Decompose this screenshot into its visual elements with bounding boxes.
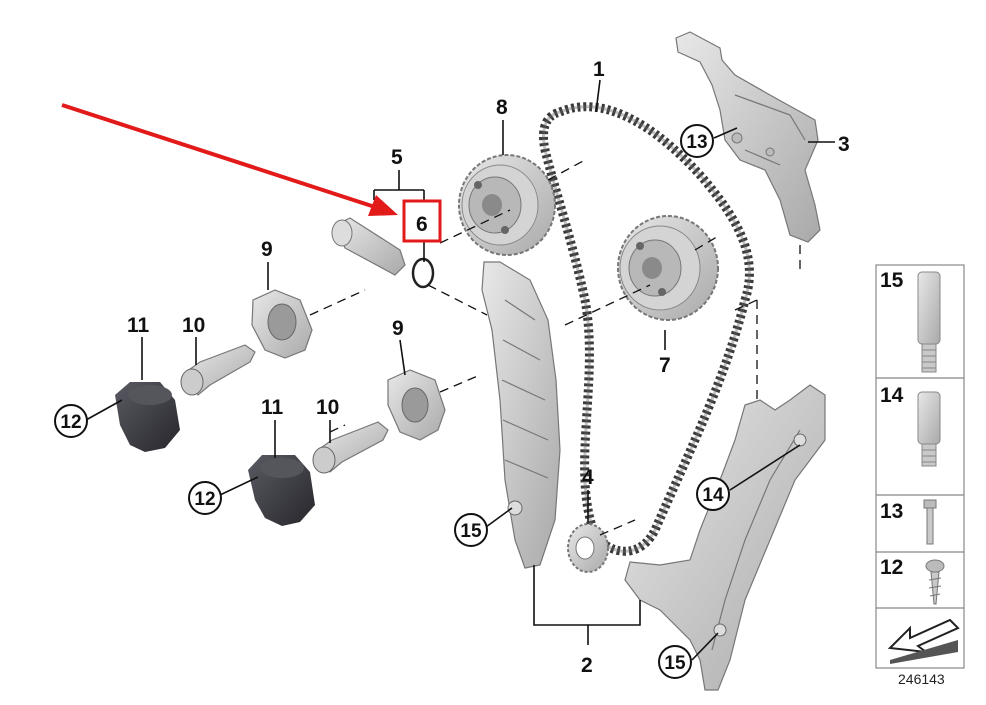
- guide-rail: [675, 31, 821, 243]
- legend-label-15: 15: [880, 269, 904, 292]
- label-part-9-upper: 9: [261, 238, 273, 261]
- label-part-5: 5: [391, 146, 403, 169]
- legend-panel: 15 14 13 12: [875, 264, 965, 669]
- label-part-11-lower: 11: [261, 396, 284, 419]
- screw-12-icon: [925, 559, 945, 605]
- leader-lines: [85, 79, 835, 661]
- label-part-10-upper: 10: [182, 314, 205, 337]
- label-part-2: 2: [581, 654, 593, 677]
- crankshaft-sprocket: [567, 523, 609, 573]
- sensor-upper: [115, 382, 180, 452]
- label-part-6: 6: [416, 213, 428, 236]
- washer-lower: [387, 369, 446, 441]
- o-ring: [411, 257, 435, 289]
- circled-label-12-lower: 12: [188, 481, 222, 515]
- circled-label-15-upper: 15: [454, 513, 488, 547]
- tensioning-rail: [481, 261, 561, 569]
- washer-upper: [251, 289, 313, 359]
- solenoid-valve-lower: [312, 421, 389, 474]
- label-part-8: 8: [496, 96, 508, 119]
- svg-text:12: 12: [60, 412, 81, 433]
- label-part-9-lower: 9: [392, 317, 404, 340]
- legend-label-12: 12: [880, 556, 903, 579]
- label-part-4: 4: [582, 466, 594, 489]
- svg-text:13: 13: [686, 132, 707, 153]
- circled-label-12-upper: 12: [54, 404, 88, 438]
- legend-label-14: 14: [880, 384, 904, 407]
- pin-14-icon: [917, 391, 941, 467]
- reference-number: 246143: [898, 671, 945, 687]
- legend-label-13: 13: [880, 500, 903, 523]
- sensor-lower: [248, 455, 315, 526]
- circled-label-15-lower: 15: [658, 645, 692, 679]
- central-bolt: [331, 217, 406, 276]
- pin-15-icon: [917, 271, 941, 373]
- label-part-11-upper: 11: [127, 314, 150, 337]
- label-part-10-lower: 10: [316, 396, 339, 419]
- circled-label-14: 14: [696, 477, 730, 511]
- camshaft-adjuster-upper: [458, 154, 556, 256]
- label-part-3: 3: [838, 133, 850, 156]
- svg-text:12: 12: [194, 489, 215, 510]
- svg-text:15: 15: [664, 653, 686, 674]
- label-part-1: 1: [593, 58, 605, 81]
- label-part-7: 7: [659, 354, 671, 377]
- solenoid-valve-upper: [180, 344, 256, 396]
- highlight-box: [402, 199, 442, 243]
- circled-label-13: 13: [680, 124, 714, 158]
- camshaft-adjuster-lower: [617, 215, 719, 321]
- guide-rail-lower: [624, 384, 826, 691]
- red-arrow: [61, 103, 398, 216]
- assembly-lines: [309, 159, 801, 536]
- orientation-arrow-icon: [887, 618, 960, 664]
- bolt-13-icon: [923, 499, 937, 545]
- timing-chain: [539, 102, 754, 556]
- svg-text:15: 15: [460, 521, 482, 542]
- svg-text:14: 14: [702, 485, 724, 506]
